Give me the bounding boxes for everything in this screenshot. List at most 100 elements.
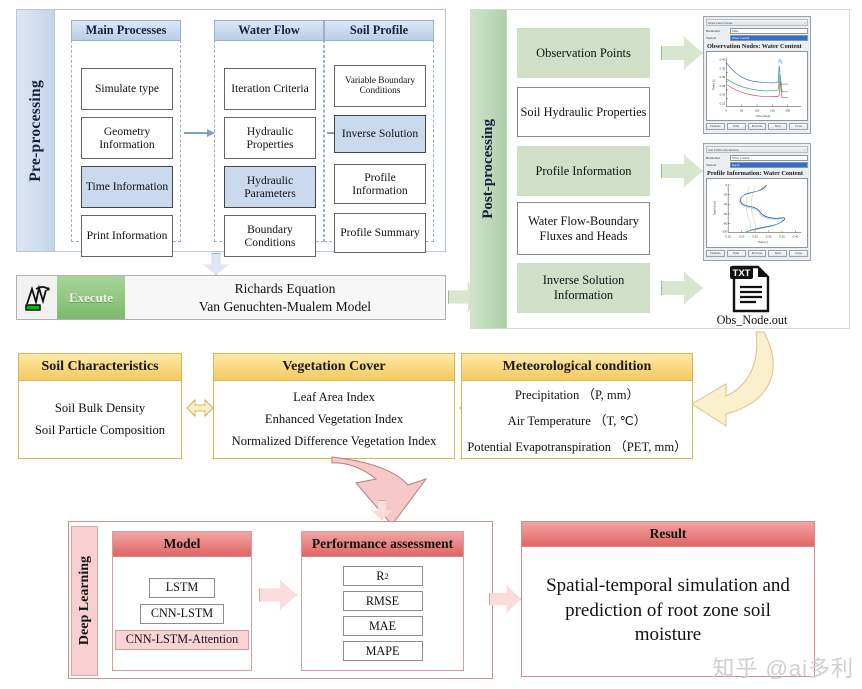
- execute-line-1: Richards Equation: [234, 280, 336, 296]
- dialog2-plot-title: Profile Information: Water Content: [707, 170, 804, 177]
- deep-learning-label: Deep Learning: [76, 556, 92, 646]
- execute-badge-label[interactable]: Execute: [57, 276, 125, 319]
- txt-file-icon[interactable]: TXT: [727, 264, 775, 314]
- svg-text:-80: -80: [723, 222, 728, 226]
- driver-item: Potential Evapotranspiration （PET, mm）: [467, 440, 687, 454]
- group-header-main-processes: Main Processes: [71, 20, 181, 41]
- cell-time-information[interactable]: Time Information: [81, 166, 173, 208]
- dialog-close-button[interactable]: Close: [789, 123, 808, 130]
- deep-learning-panel: Deep Learning Model LSTM CNN-LSTM CNN-LS…: [68, 521, 493, 679]
- metric-cell-rmse[interactable]: RMSE: [342, 591, 423, 611]
- svg-text:0.25: 0.25: [752, 234, 758, 238]
- group-water-flow: Water Flow Iteration Criteria Hydraulic …: [214, 20, 324, 257]
- dialog-print-button[interactable]: Print: [726, 123, 746, 130]
- group-header-water-flow: Water Flow: [214, 20, 324, 41]
- driver-header-meteorological-condition: Meteorological condition: [462, 354, 692, 381]
- dialog-row-vertical: Vertical Water Content: [706, 35, 808, 41]
- driver-item: Precipitation （P, mm）: [514, 388, 640, 402]
- svg-text:0.30: 0.30: [720, 75, 726, 79]
- dialog-select-horizontal[interactable]: Time: [730, 27, 808, 34]
- pp-item-soil-hydraulic-properties[interactable]: Soil Hydraulic Properties: [517, 87, 650, 137]
- dialog2-select-horizontal[interactable]: Water Content: [730, 154, 808, 161]
- dialog2-close-button[interactable]: Close: [789, 250, 808, 257]
- observation-nodes-dialog[interactable]: Observation Nodes × Horizontal Time Vert…: [703, 16, 811, 134]
- pp-item-inverse-solution-information[interactable]: Inverse Solution Information: [517, 263, 650, 313]
- hydrus-execute-icon: [17, 276, 57, 319]
- svg-text:0.20: 0.20: [720, 93, 726, 97]
- metric-r2-base: R: [376, 568, 385, 583]
- dialog-previous-button[interactable]: Previous: [747, 123, 767, 130]
- pp-item-observation-points[interactable]: Observation Points: [517, 28, 650, 78]
- model-cell-lstm[interactable]: LSTM: [149, 577, 215, 598]
- dialog-next-button[interactable]: Next: [768, 123, 788, 130]
- cell-simulate-type[interactable]: Simulate type: [81, 68, 173, 110]
- model-cell-cnn-lstm[interactable]: CNN-LSTM: [139, 603, 225, 624]
- arrow-main-to-water: [184, 129, 216, 138]
- arrow-vegetation-to-deep-learning: [330, 455, 454, 527]
- arrow-to-output-file: [661, 272, 703, 304]
- dialog2-print-button[interactable]: Print: [726, 250, 746, 257]
- post-processing-label: Post-processing: [480, 119, 496, 219]
- svg-text:0.15: 0.15: [725, 234, 731, 238]
- metric-cell-mape[interactable]: MAPE: [342, 641, 423, 661]
- driver-header-vegetation-cover: Vegetation Cover: [214, 354, 454, 381]
- result-text: Spatial-temporal simulation and predicti…: [546, 574, 790, 646]
- metric-cell-mae[interactable]: MAE: [342, 616, 423, 636]
- pp-item-profile-information[interactable]: Profile Information: [517, 146, 650, 196]
- dialog-defaults-button[interactable]: Defaults: [706, 123, 725, 130]
- dialog2-previous-button[interactable]: Previous: [747, 250, 767, 257]
- driver-header-soil-characteristics: Soil Characteristics: [19, 354, 181, 381]
- execute-bar[interactable]: Execute Richards Equation Van Genuchten-…: [16, 275, 446, 320]
- dialog2-titlebar: Soil Profile Information ×: [706, 146, 808, 153]
- close-icon[interactable]: ×: [804, 20, 806, 25]
- cell-geometry-information[interactable]: Geometry Information: [81, 117, 173, 159]
- driver-item: Enhanced Vegetation Index: [264, 412, 404, 426]
- double-arrow-soil-vegetation: [186, 395, 214, 421]
- dialog2-button-row: Defaults Print Previous Next Close: [706, 250, 808, 257]
- svg-text:Time [days]: Time [days]: [755, 114, 770, 118]
- arrow-postprocessing-to-meteorological: [690, 330, 858, 438]
- dialog2-next-button[interactable]: Next: [768, 250, 788, 257]
- profile-information-dialog[interactable]: Soil Profile Information × Horizontal Wa…: [703, 143, 811, 261]
- dialog-label-vertical: Vertical: [706, 36, 716, 40]
- cell-inverse-solution[interactable]: Inverse Solution: [334, 115, 426, 153]
- svg-text:Theta [-]: Theta [-]: [712, 79, 716, 90]
- cell-iteration-criteria[interactable]: Iteration Criteria: [224, 68, 316, 110]
- cell-variable-boundary-conditions[interactable]: Variable Boundary Conditions: [334, 65, 426, 107]
- execute-line-2: Van Genuchten-Mualem Model: [198, 298, 372, 314]
- dialog2-defaults-button[interactable]: Defaults: [706, 250, 725, 257]
- dialog-select-vertical[interactable]: Water Content: [730, 35, 808, 41]
- pp-item-water-flow-boundary[interactable]: Water Flow-Boundary Fluxes and Heads: [517, 202, 650, 255]
- model-cell-cnn-lstm-attention[interactable]: CNN-LSTM-Attention: [114, 629, 250, 650]
- dialog-row-horizontal: Horizontal Time: [706, 27, 808, 34]
- svg-text:-60: -60: [723, 212, 728, 216]
- cell-hydraulic-properties[interactable]: Hydraulic Properties: [224, 117, 316, 159]
- group-soil-profile: Soil Profile Variable Boundary Condition…: [324, 20, 434, 253]
- dialog2-select-vertical[interactable]: Depth: [730, 162, 808, 168]
- svg-text:Theta [-]: Theta [-]: [757, 240, 768, 244]
- arrow-model-to-performance: [259, 580, 297, 610]
- cell-profile-summary[interactable]: Profile Summary: [334, 213, 426, 253]
- driver-item: Soil Particle Composition: [34, 423, 166, 437]
- cell-hydraulic-parameters[interactable]: Hydraulic Parameters: [224, 166, 316, 208]
- svg-text:-100: -100: [721, 229, 727, 233]
- cell-profile-information[interactable]: Profile Information: [334, 164, 426, 204]
- svg-text:100: 100: [755, 108, 760, 112]
- svg-text:0: 0: [725, 108, 727, 112]
- dialog2-title-text: Soil Profile Information: [708, 147, 739, 152]
- dialog-plot-title: Observation Nodes: Water Content: [707, 43, 802, 50]
- svg-text:150: 150: [770, 108, 775, 112]
- close-icon[interactable]: ×: [804, 147, 806, 152]
- cell-boundary-conditions[interactable]: Boundary Conditions: [224, 215, 316, 257]
- deep-learning-sidebar-label: Deep Learning: [71, 526, 98, 676]
- cell-print-information[interactable]: Print Information: [81, 215, 173, 257]
- group-header-soil-profile: Soil Profile: [324, 20, 434, 41]
- svg-text:-20: -20: [723, 192, 728, 196]
- svg-text:200: 200: [785, 108, 790, 112]
- svg-text:TXT: TXT: [733, 268, 751, 279]
- driver-box-meteorological-condition: Meteorological condition Precipitation （…: [461, 353, 693, 459]
